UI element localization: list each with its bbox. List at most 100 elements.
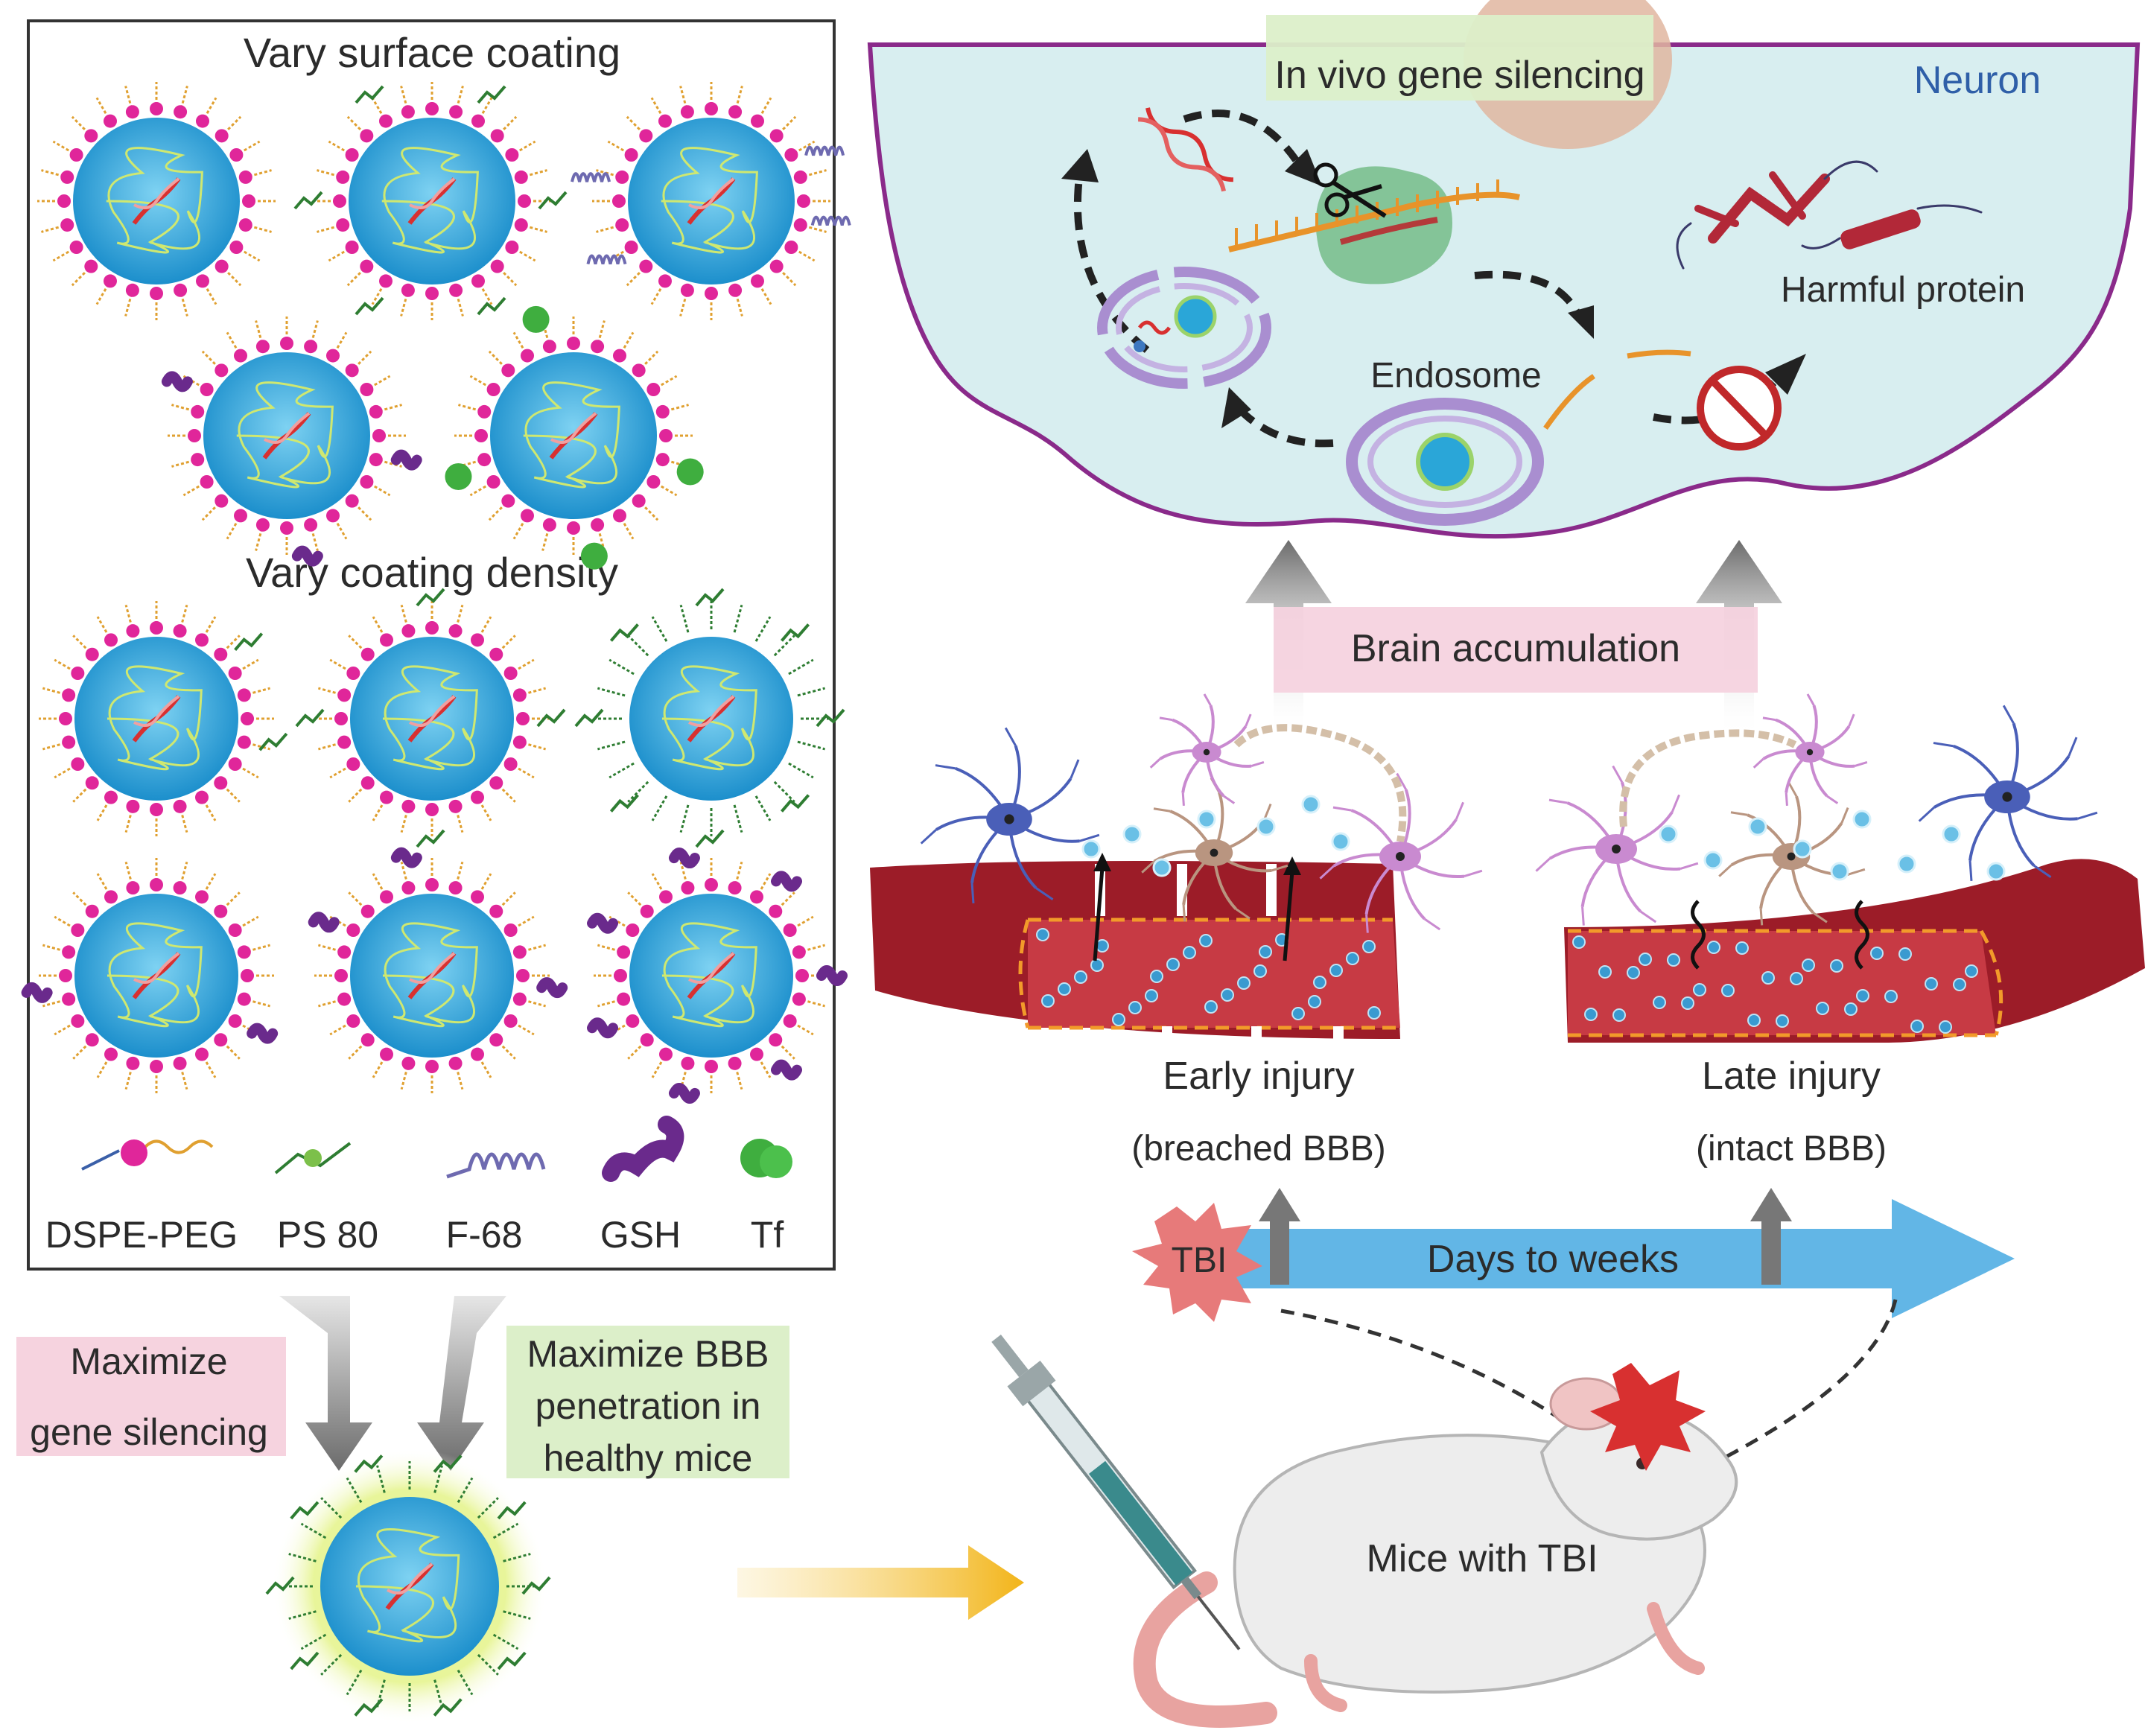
nanoparticle-grid [21, 82, 851, 1104]
dashed-arrow-2 [1073, 171, 1150, 353]
injection-arrow [737, 1545, 1024, 1620]
bbb-label-line1: Maximize BBB [527, 1333, 769, 1375]
gene-silencing-label-bg [1266, 15, 1653, 101]
nanoparticle [574, 588, 845, 848]
gene-silencing-title: In vivo gene silencing [1274, 54, 1644, 97]
harmful-protein-icon [1676, 160, 1983, 270]
timeline: TBI Days to weeks [1132, 1188, 2015, 1462]
dashed-arrow-1 [1183, 109, 1300, 162]
nanoparticle [445, 305, 704, 570]
dashed-arrow-3 [1233, 403, 1334, 448]
sirna-icon [1137, 107, 1234, 192]
vessel-early-injury [870, 853, 1400, 1049]
legend-label-ps80: PS 80 [277, 1214, 378, 1256]
bbb-label-bg [506, 1326, 789, 1478]
optimization-section: Maximize gene silencing Maximize BBB pen… [16, 1296, 789, 1479]
down-arrow-left [279, 1296, 372, 1471]
cleaved-mrna-1 [1543, 374, 1595, 430]
accumulation-label: Brain accumulation [1351, 627, 1680, 670]
nanoparticle [295, 588, 566, 848]
syringe-icon [991, 1335, 1241, 1650]
brain-accumulation-section: Brain accumulation [1245, 540, 1782, 737]
sirna-bound [1339, 217, 1438, 245]
bbb-label-line3: healthy mice [544, 1437, 753, 1479]
legend-label-tf: Tf [751, 1214, 784, 1256]
mouse-label: Mice with TBI [1366, 1537, 1598, 1580]
legend-label-f68: F-68 [446, 1214, 523, 1256]
scissors-icon [1313, 162, 1387, 218]
neuron-cell: In vivo gene silencing Neuron [867, 0, 2141, 539]
nanoparticle [293, 82, 568, 320]
mouse-leg-back [1304, 1654, 1347, 1712]
free-nanoparticles [1081, 795, 2006, 881]
timeline-arrow [1229, 1199, 2015, 1318]
bbb-label-line2: penetration in [535, 1385, 760, 1427]
timeline-label: Days to weeks [1427, 1238, 1679, 1281]
brain-cells [920, 693, 2098, 933]
nanoparticle [308, 847, 568, 1093]
tbi-label: TBI [1172, 1241, 1227, 1280]
nanoparticle [21, 858, 279, 1093]
tbi-burst [1132, 1203, 1262, 1322]
dashed-arrow-4 [1474, 270, 1583, 319]
mouse-leg-front [1647, 1602, 1705, 1675]
ps80-icon [274, 1142, 352, 1174]
endosome-escape [1097, 267, 1271, 389]
dashed-arrow-5-head [1765, 354, 1806, 395]
timepoint-arrow-late [1750, 1188, 1792, 1285]
dashed-arrow-4-head [1568, 305, 1594, 339]
gene-silencing-label-line1: Maximize [70, 1341, 227, 1382]
surface-coating-title: Vary surface coating [244, 29, 620, 76]
early-injury-sub: (breached BBB) [1131, 1129, 1386, 1169]
axon [1233, 724, 1407, 842]
mouse-with-tbi: Mice with TBI [1133, 1363, 1738, 1728]
endosome-label: Endosome [1370, 356, 1541, 395]
gene-silencing-label-line2: gene silencing [30, 1411, 268, 1453]
dashed-arrow-3-head [1221, 387, 1251, 428]
gsh-icon [602, 1116, 684, 1182]
dashed-arrow-2-head [1061, 149, 1099, 182]
mouse-tail [1133, 1571, 1277, 1728]
brain-cell [920, 727, 1100, 903]
brain-cell [1918, 705, 2098, 881]
early-injury-label: Early injury [1163, 1055, 1354, 1098]
tf-icon [740, 1139, 792, 1178]
harmful-protein-label: Harmful protein [1781, 270, 2025, 310]
legend-label-gsh: GSH [600, 1214, 681, 1256]
nanoparticle [265, 1454, 551, 1717]
legend: DSPE-PEG PS 80 F-68 GSH Tf [45, 1116, 792, 1256]
prohibited-icon [1697, 366, 1782, 451]
optimized-nanoparticle [265, 1449, 551, 1724]
endosome [1346, 398, 1544, 526]
mrna-bases [1235, 179, 1499, 246]
nanoparticle [161, 317, 422, 567]
mrna-strand [1228, 191, 1520, 252]
accumulation-label-bg [1274, 607, 1758, 693]
legend-label-dspe-peg: DSPE-PEG [45, 1214, 238, 1256]
brain-cell [1149, 693, 1265, 806]
dashed-line-early [1280, 1309, 1573, 1428]
nanoparticle [37, 82, 276, 320]
late-injury-sub: (intact BBB) [1696, 1129, 1887, 1169]
dspe-peg-icon [81, 1139, 214, 1171]
brain-cell [1535, 765, 1699, 926]
brain-cell [1319, 772, 1483, 933]
dashed-arrow-1-head [1285, 149, 1322, 186]
vessel-late-injury [1564, 859, 2145, 1043]
late-injury-label: Late injury [1702, 1055, 1881, 1098]
neuron-label: Neuron [1914, 59, 2041, 102]
cleaved-mrna-2 [1627, 349, 1691, 359]
brain-cell [1718, 780, 1866, 926]
f68-icon [446, 1152, 546, 1179]
nanoparticle [571, 82, 851, 320]
brain-cell [1752, 693, 1868, 806]
axon [1619, 729, 1797, 827]
timepoint-arrow-early [1259, 1188, 1300, 1285]
nanoparticle [587, 848, 848, 1104]
down-arrow-right [417, 1296, 506, 1471]
nanoparticle [39, 601, 288, 836]
gene-silencing-label-bg [16, 1337, 286, 1456]
dashed-line-late [1719, 1299, 1898, 1462]
injury-burst [1590, 1363, 1706, 1471]
